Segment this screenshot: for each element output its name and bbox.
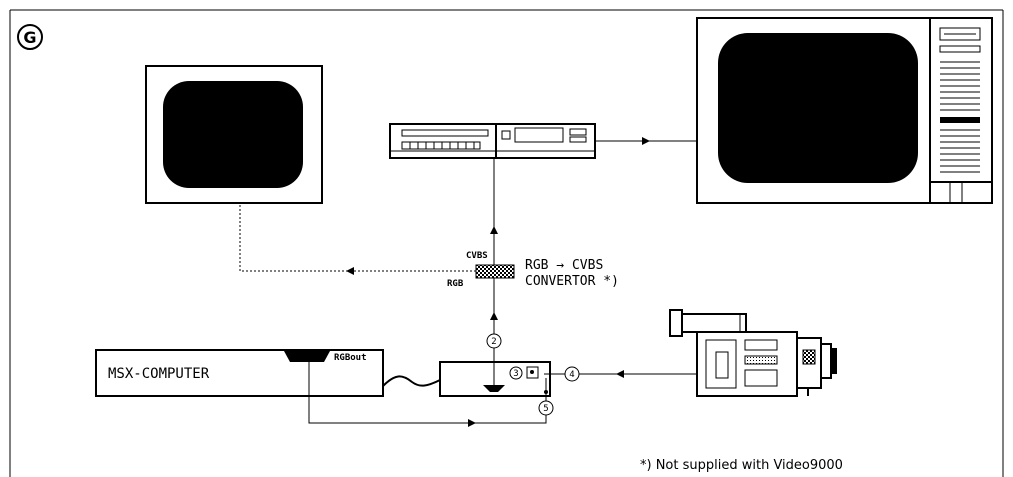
- connector-badge-5: 5: [538, 400, 554, 416]
- computer-label: MSX-COMPUTER: [108, 366, 210, 382]
- tv-speaker-grille: [940, 61, 980, 173]
- figure-label-text: G: [23, 28, 36, 47]
- convertor-title-line1: RGB → CVBS: [525, 258, 603, 273]
- digitizer-jack-dot: [530, 370, 534, 374]
- television: [696, 17, 993, 204]
- computer-to-digitizer-cable: [382, 375, 441, 387]
- svg-text:2: 2: [491, 337, 496, 347]
- convertor-title-line2: CONVERTOR *): [525, 274, 619, 289]
- vcr-buttons: [401, 141, 481, 150]
- camcorder: [669, 309, 837, 397]
- video-recorder: [389, 123, 596, 159]
- rgb-tag: RGB: [447, 279, 464, 289]
- rgb-cvbs-convertor: CVBS RGB RGB → CVBS CONVERTOR *): [447, 251, 619, 289]
- return-cable-junction: [544, 390, 548, 394]
- convertor-to-vcr-cable: [490, 158, 498, 265]
- digitizer-to-convertor-cable: [490, 278, 498, 362]
- svg-text:3: 3: [513, 369, 518, 379]
- connector-badge-2: 2: [486, 333, 502, 349]
- msx-computer: MSX-COMPUTER RGBout: [95, 349, 384, 397]
- svg-text:5: 5: [543, 404, 548, 414]
- rgb-monitor: [145, 65, 323, 204]
- connector-badge-4: 4: [564, 366, 580, 382]
- footnote: *) Not supplied with Video9000: [640, 458, 843, 473]
- svg-text:4: 4: [569, 370, 574, 380]
- rgb-monitor-cable: [239, 203, 476, 275]
- connector-badge-3: 3: [509, 366, 523, 380]
- cvbs-tag: CVBS: [466, 251, 488, 261]
- vcr-to-tv-cable: [595, 137, 697, 145]
- rgb-out-label: RGBout: [334, 353, 367, 363]
- figure-label-badge: G: [17, 24, 43, 50]
- diagram-frame: [9, 9, 1004, 477]
